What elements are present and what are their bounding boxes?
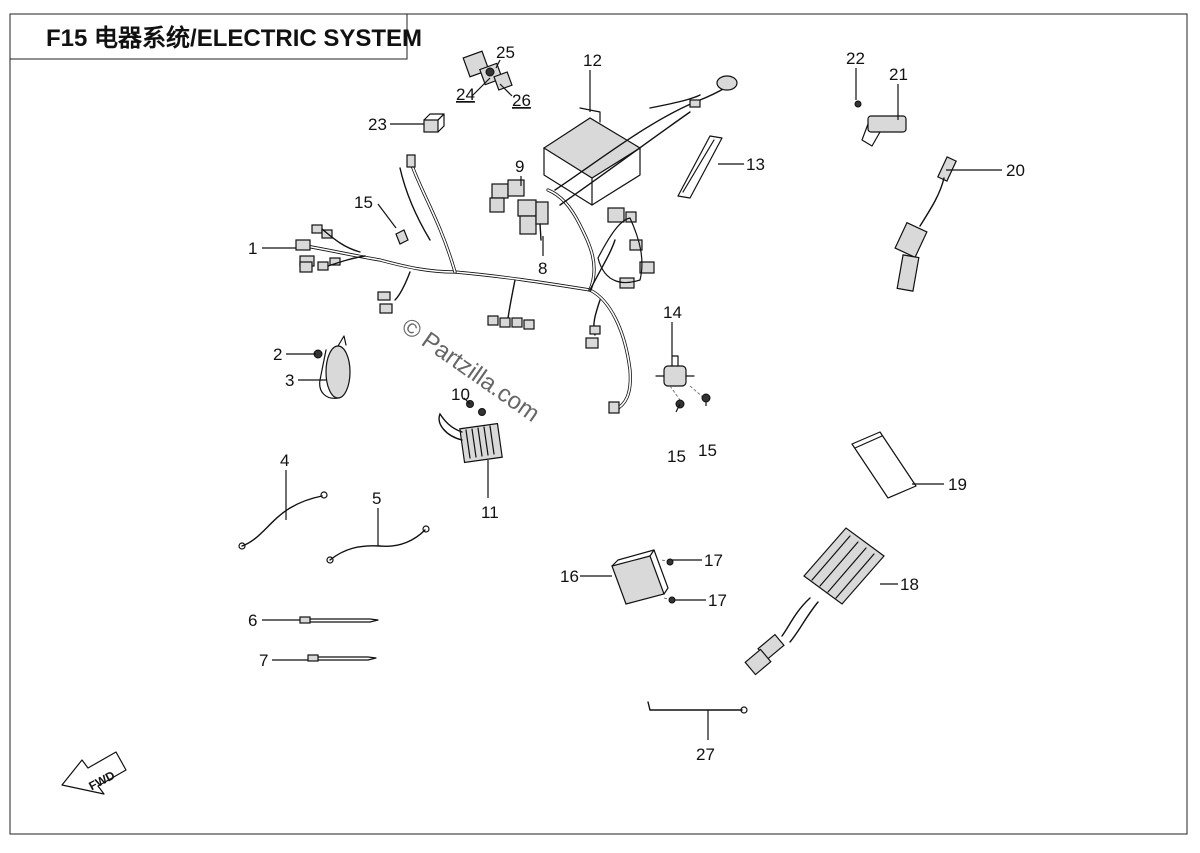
part-wiring-harness bbox=[295, 154, 655, 414]
callout-22: 22 bbox=[846, 49, 865, 68]
callout-8: 8 bbox=[538, 259, 547, 278]
part-cable-5 bbox=[326, 525, 430, 564]
callout-6: 6 bbox=[248, 611, 257, 630]
callout-leaders bbox=[262, 59, 1002, 740]
part-battery-box bbox=[542, 75, 738, 206]
callout-24: 24 bbox=[456, 85, 475, 104]
callout-19: 19 bbox=[948, 475, 967, 494]
part-cable-tie-6 bbox=[299, 616, 379, 624]
callout-27: 27 bbox=[696, 745, 715, 764]
part-ignition-coil bbox=[894, 156, 957, 292]
callout-17-top: 17 bbox=[704, 551, 723, 570]
part-regulator bbox=[438, 400, 503, 464]
fwd-arrow-icon: FWD bbox=[61, 751, 127, 795]
callout-4: 4 bbox=[280, 451, 289, 470]
part-cable-27 bbox=[647, 701, 748, 714]
watermark: © Partzilla.com bbox=[397, 313, 545, 428]
callout-14: 14 bbox=[663, 303, 682, 322]
fwd-label: FWD bbox=[86, 768, 117, 793]
callout-9: 9 bbox=[515, 157, 524, 176]
callout-13: 13 bbox=[746, 155, 765, 174]
callout-26: 26 bbox=[512, 91, 531, 110]
part-cable-tie-7 bbox=[307, 654, 377, 662]
callout-10: 10 bbox=[451, 385, 470, 404]
part-manual bbox=[851, 431, 917, 499]
callout-20: 20 bbox=[1006, 161, 1025, 180]
callout-15-right: 15 bbox=[698, 441, 717, 460]
callout-17-bottom: 17 bbox=[708, 591, 727, 610]
callout-11: 11 bbox=[481, 503, 499, 522]
part-ecu bbox=[611, 549, 676, 605]
callout-16: 16 bbox=[560, 567, 579, 586]
part-clip-15a bbox=[395, 229, 409, 245]
callout-15-left: 15 bbox=[667, 447, 686, 466]
title-box bbox=[9, 13, 408, 60]
callout-25: 25 bbox=[496, 43, 515, 62]
part-cable-4 bbox=[238, 491, 328, 550]
part-horn bbox=[313, 335, 351, 399]
callout-18: 18 bbox=[900, 575, 919, 594]
part-switch-24-26 bbox=[462, 50, 513, 91]
callout-7: 7 bbox=[259, 651, 268, 670]
callout-labels: 1 2 3 4 5 6 7 8 9 10 11 12 13 14 15 15 1… bbox=[248, 43, 1025, 764]
part-relay-23 bbox=[423, 113, 445, 133]
page-title: F15 电器系统/ELECTRIC SYSTEM bbox=[46, 24, 422, 52]
part-battery-strap bbox=[677, 135, 723, 199]
callout-12: 12 bbox=[583, 51, 602, 70]
callout-23: 23 bbox=[368, 115, 387, 134]
callout-3: 3 bbox=[285, 371, 294, 390]
callout-21: 21 bbox=[889, 65, 908, 84]
outer-frame bbox=[9, 13, 1188, 835]
callout-5: 5 bbox=[372, 489, 381, 508]
callout-15-harness: 15 bbox=[354, 193, 373, 212]
part-sensor-21 bbox=[854, 100, 907, 147]
callout-2: 2 bbox=[273, 345, 282, 364]
callout-1: 1 bbox=[248, 239, 257, 258]
part-fuse-box bbox=[489, 179, 549, 241]
part-stator bbox=[744, 527, 885, 676]
part-sensor-14 bbox=[655, 355, 711, 409]
